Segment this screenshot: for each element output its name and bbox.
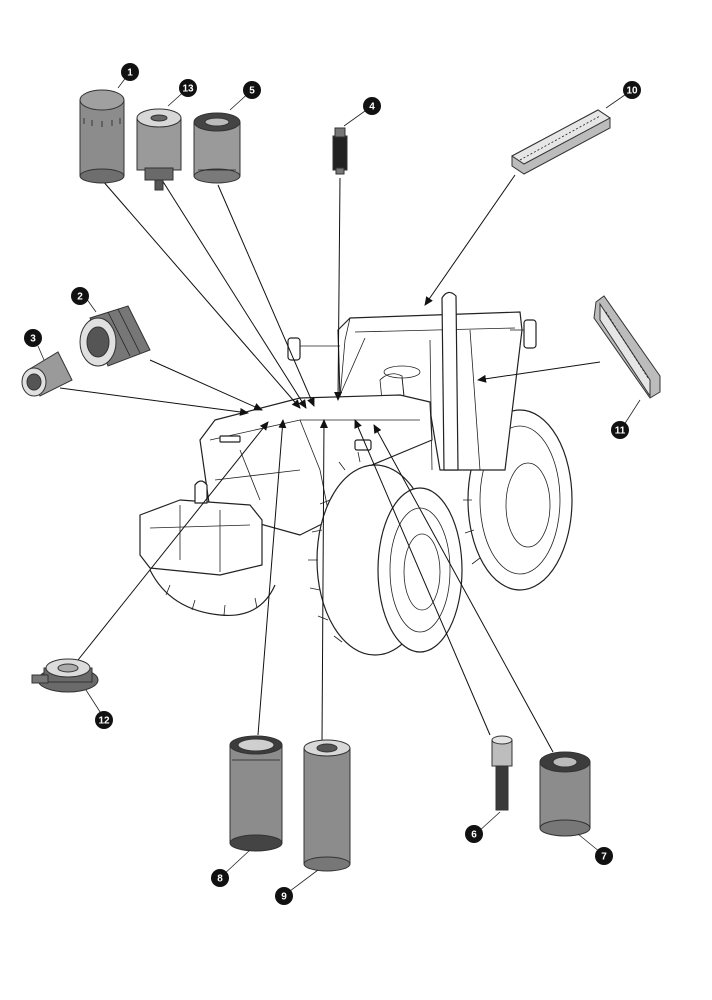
front-weights (139, 480, 263, 576)
callout-label: 11 (615, 426, 626, 437)
callout-label: 4 (369, 102, 375, 113)
callout-label: 13 (182, 84, 194, 95)
callout-3[interactable]: 3 (24, 329, 45, 361)
callout-label: 10 (626, 86, 638, 97)
callout-11[interactable]: 11 (611, 399, 641, 439)
callout-9[interactable]: 9 (275, 869, 319, 905)
part-in-line-filter-4[interactable] (332, 127, 348, 175)
callout-label: 3 (30, 334, 36, 345)
front-wheel-right (308, 451, 463, 656)
callout-12[interactable]: 12 (85, 689, 113, 729)
callout-label: 6 (471, 830, 477, 841)
callout-10[interactable]: 10 (605, 81, 641, 109)
callout-label: 1 (127, 68, 133, 79)
callout-8[interactable]: 8 (211, 849, 251, 887)
part-cartridge-filter-8[interactable] (229, 735, 283, 852)
part-air-filter-2[interactable] (79, 305, 151, 367)
callout-label: 12 (98, 716, 110, 727)
part-cab-air-panel-filter-11[interactable] (593, 295, 661, 399)
callout-13[interactable]: 13 (167, 79, 197, 107)
callouts: 1 13 5 4 10 2 3 (24, 63, 641, 905)
callout-4[interactable]: 4 (343, 97, 381, 127)
callout-label: 5 (249, 86, 255, 97)
part-cartridge-filter-9[interactable] (303, 739, 351, 872)
part-air-filter-3[interactable] (21, 351, 73, 397)
callout-5[interactable]: 5 (229, 81, 261, 111)
callout-6[interactable]: 6 (465, 811, 501, 843)
part-suction-strainer-6[interactable] (491, 735, 513, 811)
callout-label: 7 (601, 852, 607, 863)
tractor-illustration (139, 291, 573, 656)
callout-1[interactable]: 1 (117, 63, 139, 89)
front-wheel-left (149, 569, 276, 617)
callout-label: 8 (217, 874, 223, 885)
callout-label: 2 (77, 292, 83, 303)
part-spin-on-filter-7[interactable] (539, 751, 591, 837)
callout-2[interactable]: 2 (71, 287, 97, 313)
part-pre-cleaner-12[interactable] (31, 658, 99, 693)
cab (287, 291, 537, 471)
part-cab-air-panel-filter-10[interactable] (511, 109, 611, 175)
leader-lines (59, 174, 601, 753)
callout-label: 9 (281, 892, 287, 903)
part-canister-filter-1[interactable] (79, 89, 125, 184)
callout-7[interactable]: 7 (577, 833, 613, 865)
part-fuel-filter-13[interactable] (136, 108, 182, 191)
part-spin-on-filter-5[interactable] (193, 112, 241, 184)
